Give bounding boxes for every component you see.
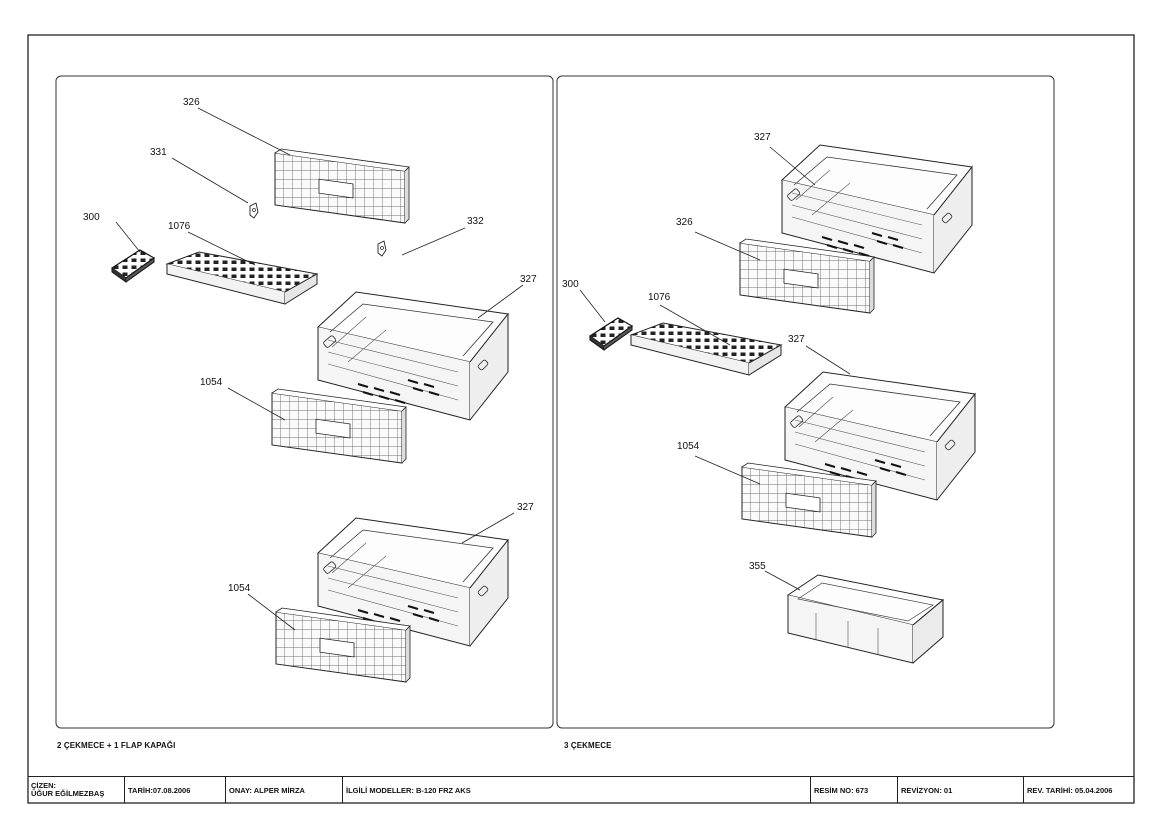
left-part-326-front-panel [274, 148, 410, 224]
approval-cell: ONAY: ALPER MİRZA [226, 777, 343, 803]
label-left-1054-upper: 1054 [200, 377, 223, 388]
label-right-326: 326 [676, 217, 693, 228]
related-models-cell: İLGİLİ MODELLER: B-120 FRZ AKS [343, 777, 811, 803]
drawing-number-cell: RESİM NO: 673 [811, 777, 898, 803]
right-panel-frame [556, 75, 1055, 729]
label-left-331: 331 [150, 147, 167, 158]
left-part-332-clip [377, 240, 387, 257]
left-part-1076-grid-tray [166, 251, 318, 305]
left-leader-lines [115, 107, 524, 631]
left-part-331-clip [249, 202, 259, 219]
label-right-300: 300 [562, 279, 579, 290]
label-left-327-upper: 327 [520, 274, 537, 285]
drawn-by-name: ÜĞUR EĞİLMEZBAŞ [31, 789, 105, 798]
left-panel-caption: 2 ÇEKMECE + 1 FLAP KAPAĞI [57, 741, 176, 750]
right-part-355-bottom-drawer [787, 574, 944, 664]
label-right-327-lower: 327 [788, 334, 805, 345]
label-left-1076: 1076 [168, 221, 191, 232]
label-left-332: 332 [467, 216, 484, 227]
right-part-300-egg-tray [589, 317, 633, 351]
title-block: ÇİZEN: ÜĞUR EĞİLMEZBAŞ TARİH:07.08.2006 … [28, 776, 1134, 803]
right-panel-caption: 3 ÇEKMECE [564, 741, 612, 750]
label-right-1076: 1076 [648, 292, 671, 303]
date-cell: TARİH:07.08.2006 [125, 777, 226, 803]
revision-date-cell: REV. TARİHİ: 05.04.2006 [1027, 785, 1113, 795]
revision-cell: REVİZYON: 01 [898, 777, 1024, 803]
drawn-by-cell: ÇİZEN: ÜĞUR EĞİLMEZBAŞ [28, 777, 125, 803]
label-right-1054: 1054 [677, 441, 700, 452]
label-right-327-upper: 327 [754, 132, 771, 143]
label-left-326: 326 [183, 97, 200, 108]
sheet-border [27, 34, 1135, 804]
label-right-355: 355 [749, 561, 766, 572]
right-leader-lines [579, 146, 851, 591]
drawn-by-label: ÇİZEN: [31, 781, 56, 790]
label-left-300: 300 [83, 212, 100, 223]
left-part-300-egg-tray [111, 249, 155, 283]
label-left-1054-lower: 1054 [228, 583, 251, 594]
left-part-1054-front-panel-upper [271, 388, 407, 464]
left-panel-frame [55, 75, 554, 729]
right-part-1076-grid-tray [630, 322, 782, 376]
label-left-327-lower: 327 [517, 502, 534, 513]
